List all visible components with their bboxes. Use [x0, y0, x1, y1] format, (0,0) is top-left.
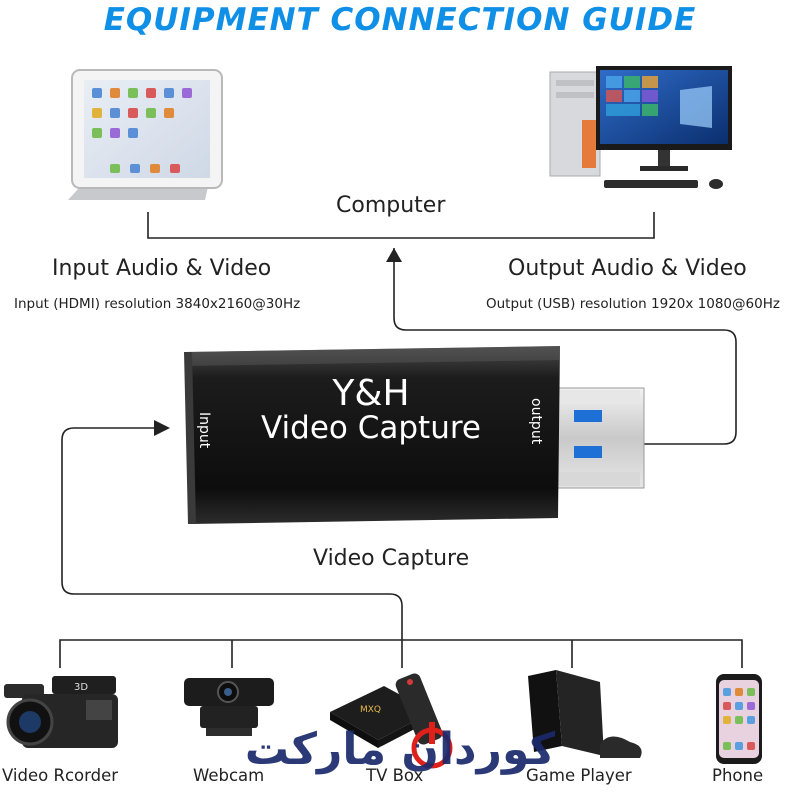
sources-bracket: [59, 639, 743, 668]
device-product-name: Video Capture: [261, 410, 481, 446]
phone-icon: [716, 674, 762, 764]
watermark-text: کوردان مارکت: [245, 724, 556, 775]
output-resolution: Output (USB) resolution 1920x 1080@60Hz: [486, 296, 780, 312]
tvbox-brand: MXQ: [360, 705, 381, 715]
desktop-computer-icon: [549, 66, 732, 189]
port-output-label: output: [528, 398, 544, 445]
input-title: Input Audio & Video: [52, 256, 272, 281]
video-capture-device: Y&H Video Capture Input output: [184, 346, 645, 524]
device-caption: Video Capture: [313, 546, 470, 571]
output-arrowhead: [386, 248, 402, 262]
port-input-label: Input: [196, 412, 212, 449]
source-label-tv-box: TV Box: [366, 766, 424, 785]
input-resolution: Input (HDMI) resolution 3840x2160@30Hz: [14, 296, 301, 312]
game-player-icon: [528, 670, 642, 758]
output-wire: [393, 248, 737, 445]
computer-bracket: [147, 212, 655, 239]
input-arrowhead: [154, 420, 170, 436]
source-label-phone: Phone: [712, 766, 764, 785]
source-label-video-recorder: Video Rcorder: [2, 766, 119, 785]
video-recorder-icon: 3D: [4, 676, 118, 748]
watermark-logo: کوردان مارکت: [245, 722, 556, 775]
output-title: Output Audio & Video: [508, 256, 747, 281]
source-label-webcam: Webcam: [193, 766, 265, 785]
computer-label: Computer: [336, 193, 446, 218]
input-wire: [61, 427, 403, 640]
source-label-game-player: Game Player: [526, 766, 632, 785]
page-title: EQUIPMENT CONNECTION GUIDE: [103, 2, 697, 38]
device-brand: Y&H: [331, 373, 409, 414]
tablet-icon: [68, 69, 223, 200]
camcorder-badge: 3D: [74, 682, 88, 693]
webcam-icon: [184, 678, 274, 736]
